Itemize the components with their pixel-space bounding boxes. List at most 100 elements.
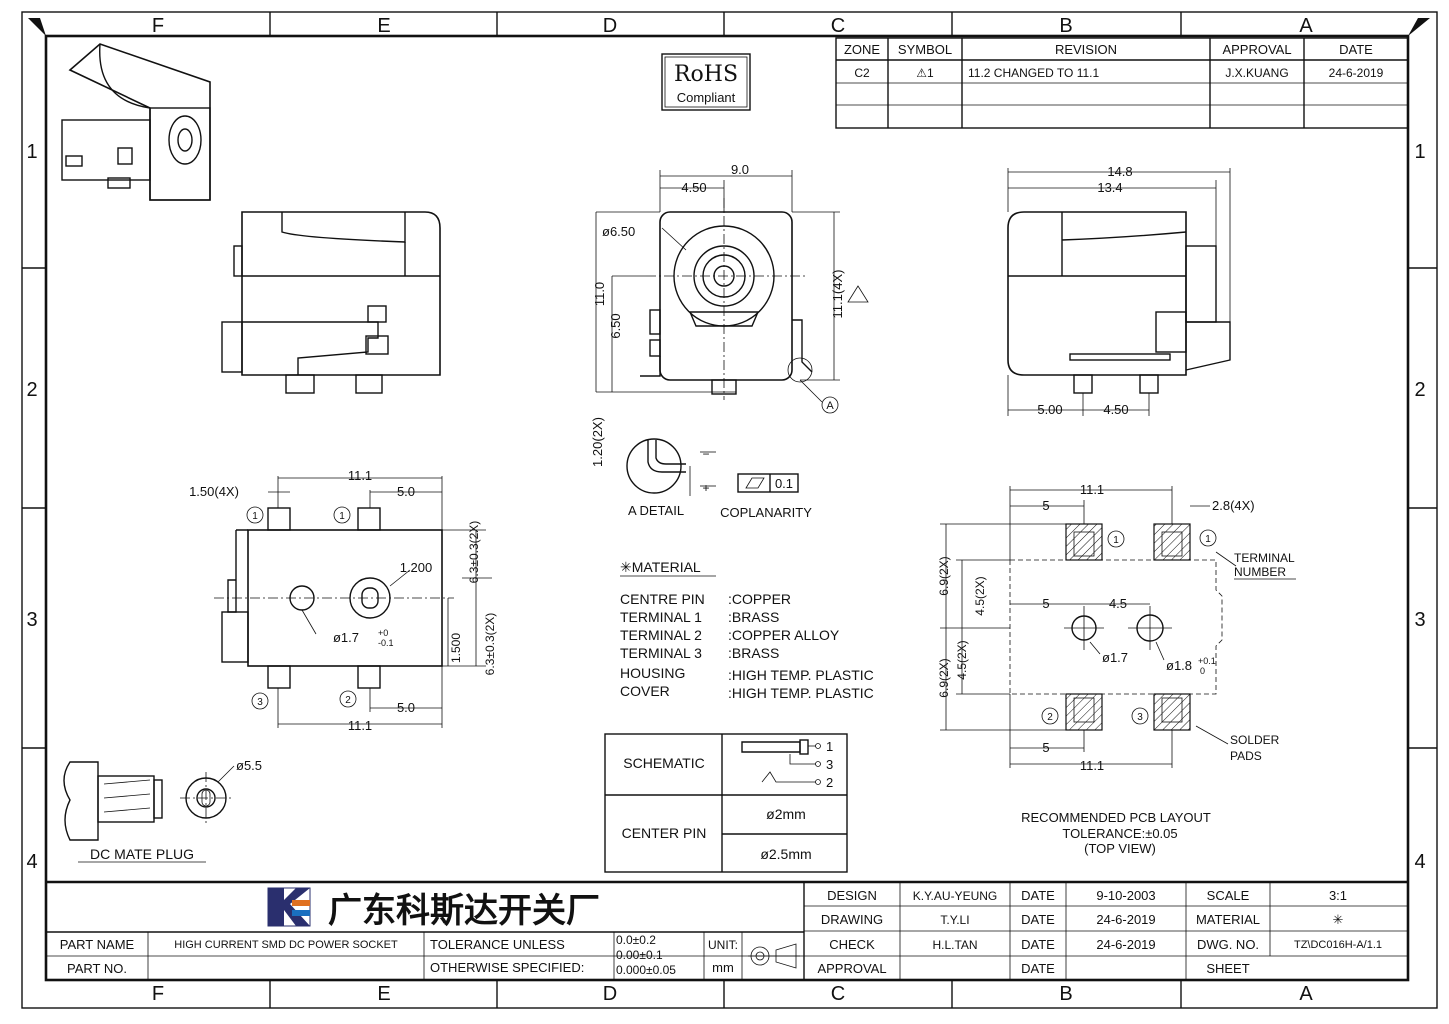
isometric-view xyxy=(61,43,211,201)
material-val-4: :HIGH TEMP. PLASTIC xyxy=(728,667,874,683)
zone-D-top: D xyxy=(603,15,617,37)
tb-scale-value: 3:1 xyxy=(1329,888,1347,903)
sheet-frame xyxy=(21,11,1438,1009)
material-val-0: :COPPER xyxy=(728,591,791,607)
rev-row-revision: 11.2 CHANGED TO 11.1 xyxy=(968,66,1099,80)
right-view-dims xyxy=(1007,168,1231,416)
schematic-node-2: 2 xyxy=(826,775,833,790)
pcb-dim-28-4x: 2.8(4X) xyxy=(1212,498,1255,513)
pcb-dim-45-mid: 4.5 xyxy=(1109,596,1127,611)
bottom-pin2-label: 2 xyxy=(345,695,351,706)
material-key-3: TERMINAL 3 xyxy=(620,645,702,661)
zone-2-left: 2 xyxy=(26,379,37,401)
tb-design-date: 9-10-2003 xyxy=(1096,888,1155,903)
zone-B-top: B xyxy=(1059,15,1072,37)
bottom-dim-63-b: 6.3±0.3(2X) xyxy=(483,613,497,676)
material-val-2: :COPPER ALLOY xyxy=(728,627,840,643)
material-key-4: HOUSING xyxy=(620,665,685,681)
company-logo xyxy=(267,887,311,927)
tb-drawing-date: 24-6-2019 xyxy=(1096,912,1155,927)
pcb-dim-69-b: 6.9(2X) xyxy=(937,658,951,697)
schematic-table xyxy=(604,733,848,873)
zone-4-right: 4 xyxy=(1414,851,1425,873)
zone-1-right: 1 xyxy=(1414,141,1425,163)
revision-table xyxy=(835,37,1409,129)
right-dim-148: 14.8 xyxy=(1107,164,1132,179)
material-title: ✳MATERIAL xyxy=(620,559,701,575)
right-dim-134: 13.4 xyxy=(1097,180,1122,195)
front-view xyxy=(640,198,839,414)
material-key-2: TERMINAL 2 xyxy=(620,627,702,643)
tb-approval-label: APPROVAL xyxy=(817,961,886,976)
tb-scale-label: SCALE xyxy=(1207,888,1250,903)
zone-C-bottom: C xyxy=(831,983,845,1005)
bottom-dim-111-top: 11.1 xyxy=(348,468,372,483)
right-view xyxy=(1007,211,1231,394)
bottom-dim-50-top: 5.0 xyxy=(397,484,415,499)
rev-header-revision: REVISION xyxy=(1055,42,1117,57)
tb-tol-line1: TOLERANCE UNLESS xyxy=(430,937,565,952)
schematic-node-1: 1 xyxy=(826,739,833,754)
dc-mate-plug-dia: ø5.5 xyxy=(236,758,262,773)
coplanarity-label: COPLANARITY xyxy=(720,505,812,520)
zone-4-left: 4 xyxy=(26,851,37,873)
tb-material-value: ✳ xyxy=(1333,912,1344,927)
bottom-dim-150-4x: 1.50(4X) xyxy=(189,484,239,499)
pcb-p3-label: 3 xyxy=(1137,712,1143,723)
center-pin-label: CENTER PIN xyxy=(622,825,707,841)
dc-mate-plug-label: DC MATE PLUG xyxy=(90,846,194,862)
tb-check-date-label: DATE xyxy=(1021,937,1055,952)
material-key-1: TERMINAL 1 xyxy=(620,609,702,625)
pcb-layout xyxy=(1009,523,1223,731)
tb-approval-date-label: DATE xyxy=(1021,961,1055,976)
bottom-dim-50-bot: 5.0 xyxy=(397,700,415,715)
company-name: 广东科斯达开关厂 xyxy=(328,891,600,931)
pcb-p1-label: 1 xyxy=(1113,535,1119,546)
rohs-title: RoHS xyxy=(674,62,738,87)
front-dim-450: 4.50 xyxy=(681,180,706,195)
pcb-tol18-minus: 0 xyxy=(1200,666,1205,676)
right-dim-500: 5.00 xyxy=(1037,402,1062,417)
bottom-pin1b-label: 1 xyxy=(339,511,345,522)
material-key-5: COVER xyxy=(620,683,670,699)
tb-drawing-name: T.Y.LI xyxy=(940,913,969,927)
material-val-5: :HIGH TEMP. PLASTIC xyxy=(728,685,874,701)
bottom-view xyxy=(214,506,454,710)
tb-material-label: MATERIAL xyxy=(1196,912,1260,927)
dc-mate-plug xyxy=(63,761,235,863)
pcb-terminal-label: TERMINAL xyxy=(1234,551,1295,565)
zone-1-left: 1 xyxy=(26,141,37,163)
pcb-dim-17: ø1.7 xyxy=(1102,650,1128,665)
pcb-dim-18: ø1.8 xyxy=(1166,658,1192,673)
tb-check-label: CHECK xyxy=(829,937,875,952)
bottom-tol-minus: -0.1 xyxy=(378,638,394,648)
tb-design-name: K.Y.AU-YEUNG xyxy=(913,889,997,903)
pcb-solder-label: SOLDER xyxy=(1230,733,1280,747)
pcb-caption-2: TOLERANCE:±0.05 xyxy=(1062,826,1177,841)
bottom-dim-phi17: ø1.7 xyxy=(333,630,359,645)
tb-check-date: 24-6-2019 xyxy=(1096,937,1155,952)
tb-design-label: DESIGN xyxy=(827,888,877,903)
pcb-dim-45-a: 4.5(2X) xyxy=(973,576,987,615)
rev-header-zone: ZONE xyxy=(844,42,880,57)
pcb-dim-111-bot: 11.1 xyxy=(1080,758,1104,773)
zone-E-bottom: E xyxy=(377,983,390,1005)
center-pin-2mm: ø2mm xyxy=(766,806,806,822)
zone-2-right: 2 xyxy=(1414,379,1425,401)
tb-tol-line2: OTHERWISE SPECIFIED: xyxy=(430,960,584,975)
a-detail xyxy=(626,438,799,496)
pcb-dim-69-a: 6.9(2X) xyxy=(937,556,951,595)
material-key-0: CENTRE PIN xyxy=(620,591,705,607)
detail-plus-sign: + xyxy=(702,481,709,495)
tb-dwg-value: TZ\DC016H-A/1.1 xyxy=(1294,939,1382,951)
schematic-label: SCHEMATIC xyxy=(623,755,704,771)
bottom-tol-plus: +0 xyxy=(378,628,388,638)
pcb-number-label: NUMBER xyxy=(1234,565,1286,579)
rohs-subtitle: Compliant xyxy=(677,90,736,105)
tb-dwg-label: DWG. NO. xyxy=(1197,937,1259,952)
bottom-dim-1200: 1.200 xyxy=(400,560,433,575)
pcb-caption-3: (TOP VIEW) xyxy=(1084,841,1156,856)
bottom-pin3-label: 3 xyxy=(257,697,263,708)
rev-row-zone: C2 xyxy=(854,66,870,80)
tb-tol-value-1: 0.0±0.2 xyxy=(616,933,656,947)
